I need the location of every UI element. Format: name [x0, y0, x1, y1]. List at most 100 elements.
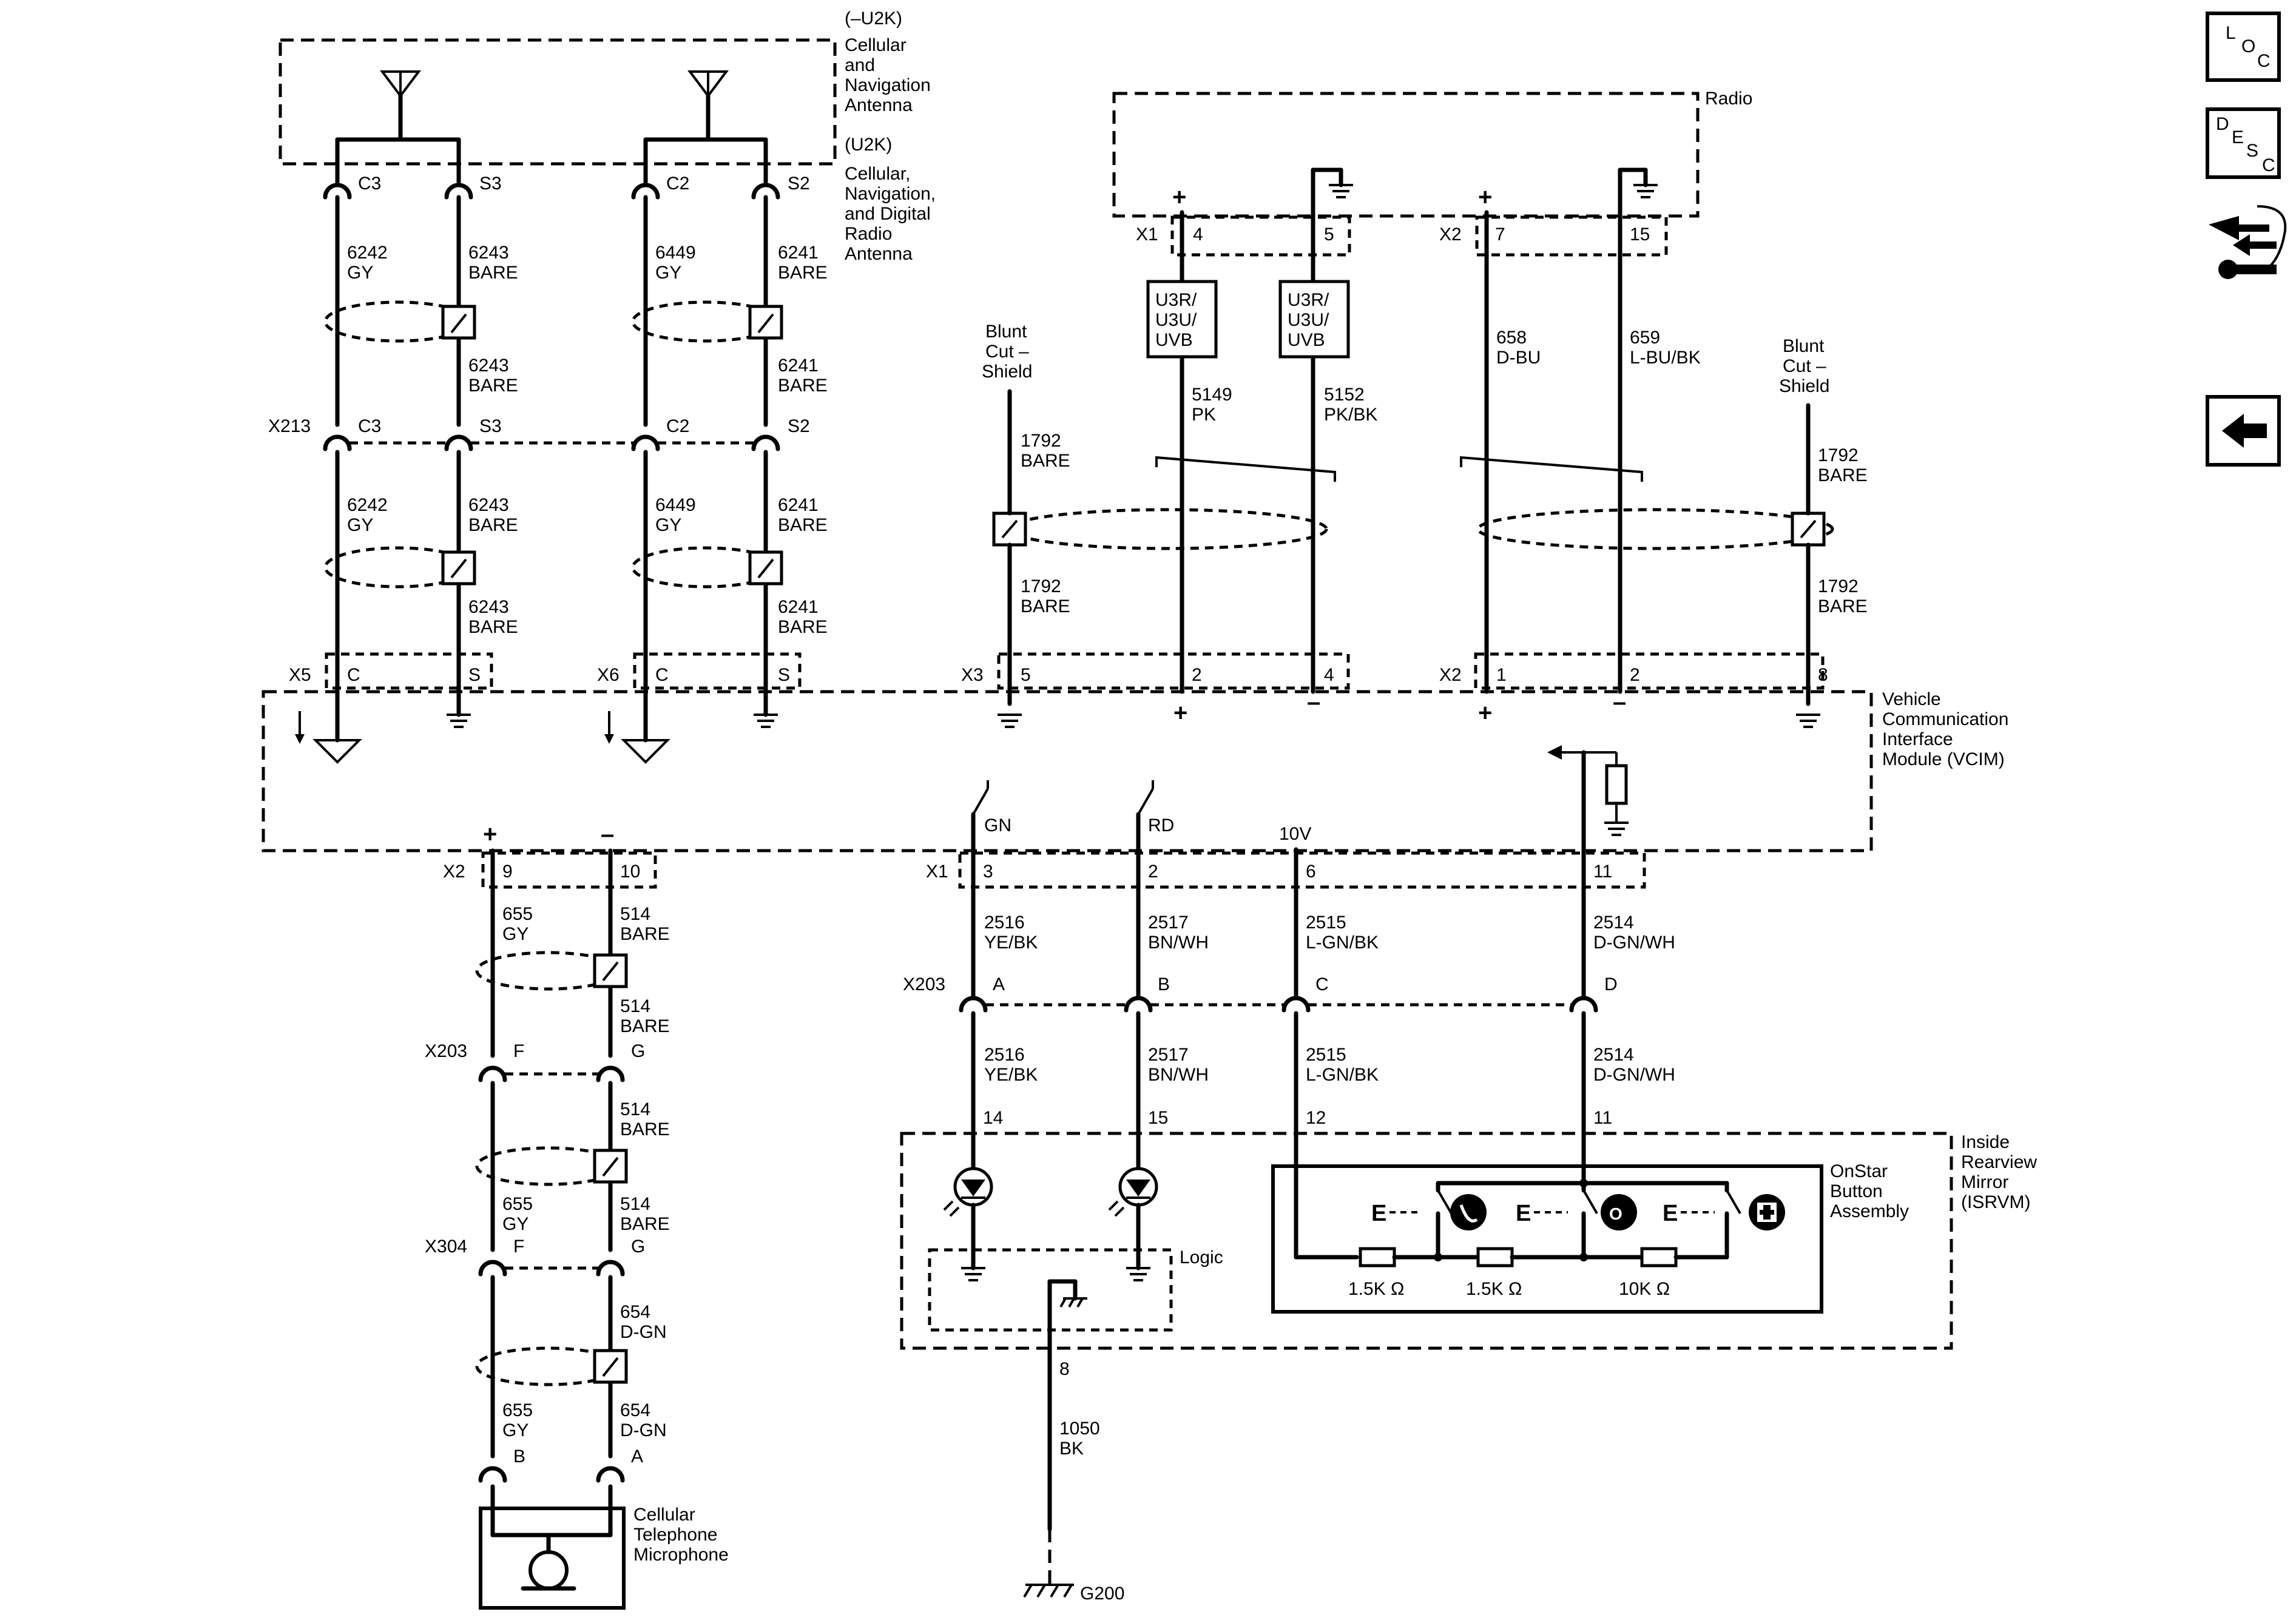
antenna-ground-icon: [621, 739, 670, 764]
onstar-call-button-icon: E O: [1516, 1194, 1637, 1230]
svg-text:S3: S3: [479, 174, 502, 194]
svg-text:8: 8: [1059, 1359, 1070, 1379]
svg-text:L: L: [2226, 23, 2236, 43]
svg-text:1: 1: [1496, 665, 1507, 685]
svg-text:E: E: [1371, 1201, 1386, 1226]
loc-button[interactable]: L O C: [2206, 12, 2281, 82]
svg-text:+: +: [1173, 700, 1187, 726]
svg-text:S2: S2: [788, 416, 810, 436]
svg-text:G: G: [631, 1237, 645, 1257]
svg-text:G: G: [631, 1041, 645, 1061]
resistor-2-label: 1.5K Ω: [1466, 1279, 1522, 1299]
svg-text:X3: X3: [961, 665, 984, 685]
resistor-1-label: 1.5K Ω: [1348, 1279, 1404, 1299]
svg-text:C2: C2: [666, 174, 689, 194]
svg-text:–: –: [1307, 689, 1320, 715]
vcim-internal-switches: GN RD 10V: [971, 780, 1311, 876]
led-icon: [1108, 1167, 1158, 1217]
svg-text:C2: C2: [666, 416, 689, 436]
svg-text:O: O: [1609, 1204, 1622, 1223]
svg-text:C: C: [655, 665, 669, 685]
antenna-2-icon: [643, 70, 768, 166]
svg-text:E: E: [2232, 127, 2244, 147]
svg-text:3: 3: [983, 862, 993, 882]
radio-label: Radio: [1705, 89, 1752, 109]
antenna-dashed-box: [279, 38, 837, 166]
svg-text:U3R/U3U/UVB: U3R/U3U/UVB: [1155, 290, 1197, 350]
svg-text:C3: C3: [358, 174, 381, 194]
isrvm-dashed-box: [900, 1132, 1953, 1350]
svg-text:A: A: [631, 1446, 643, 1466]
svg-text:2: 2: [1192, 665, 1202, 685]
svg-text:10V: 10V: [1279, 824, 1311, 844]
svg-text:2: 2: [1630, 665, 1640, 685]
svg-text:11: 11: [1593, 862, 1612, 882]
vcim-dashed-box: [262, 690, 1873, 852]
svg-text:D: D: [1604, 974, 1618, 994]
back-button[interactable]: [2206, 395, 2281, 467]
svg-text:X203: X203: [425, 1041, 467, 1061]
svg-text:S: S: [2246, 141, 2258, 161]
onstar-button-assembly-box: [1271, 1164, 1823, 1314]
svg-text:X2: X2: [1439, 665, 1462, 685]
antenna-1-label: Cellular and Navigation Antenna: [845, 35, 936, 115]
svg-text:X1: X1: [926, 862, 948, 882]
svg-text:F: F: [513, 1041, 524, 1061]
svg-text:C: C: [2257, 51, 2271, 71]
svg-text:S3: S3: [479, 416, 502, 436]
logic-label: Logic: [1180, 1247, 1223, 1267]
radio-dashed-box: [1112, 92, 1700, 218]
svg-text:12: 12: [1306, 1108, 1326, 1128]
antenna-module: (–U2K) Cellular and Navigation Antenna (…: [279, 8, 936, 264]
svg-text:2: 2: [1148, 862, 1158, 882]
svg-text:X5: X5: [289, 665, 311, 685]
svg-text:B: B: [513, 1446, 525, 1466]
svg-text:6: 6: [1306, 862, 1316, 882]
svg-text:+: +: [483, 821, 497, 848]
svg-text:7: 7: [1495, 224, 1505, 245]
vcim-antenna-connectors: X5 C S X6 C S: [289, 652, 802, 764]
microphone-icon: [528, 1550, 569, 1590]
svg-text:15: 15: [1630, 224, 1650, 245]
led-icon: [943, 1167, 993, 1217]
svg-text:X1: X1: [1136, 224, 1158, 245]
connector-end-view-icon[interactable]: [2209, 205, 2287, 279]
antenna-1-icon: [335, 70, 461, 166]
svg-text:–: –: [601, 821, 614, 848]
svg-text:GN: GN: [984, 815, 1011, 835]
desc-button[interactable]: D E S C: [2206, 107, 2281, 179]
svg-text:14: 14: [983, 1108, 1003, 1128]
